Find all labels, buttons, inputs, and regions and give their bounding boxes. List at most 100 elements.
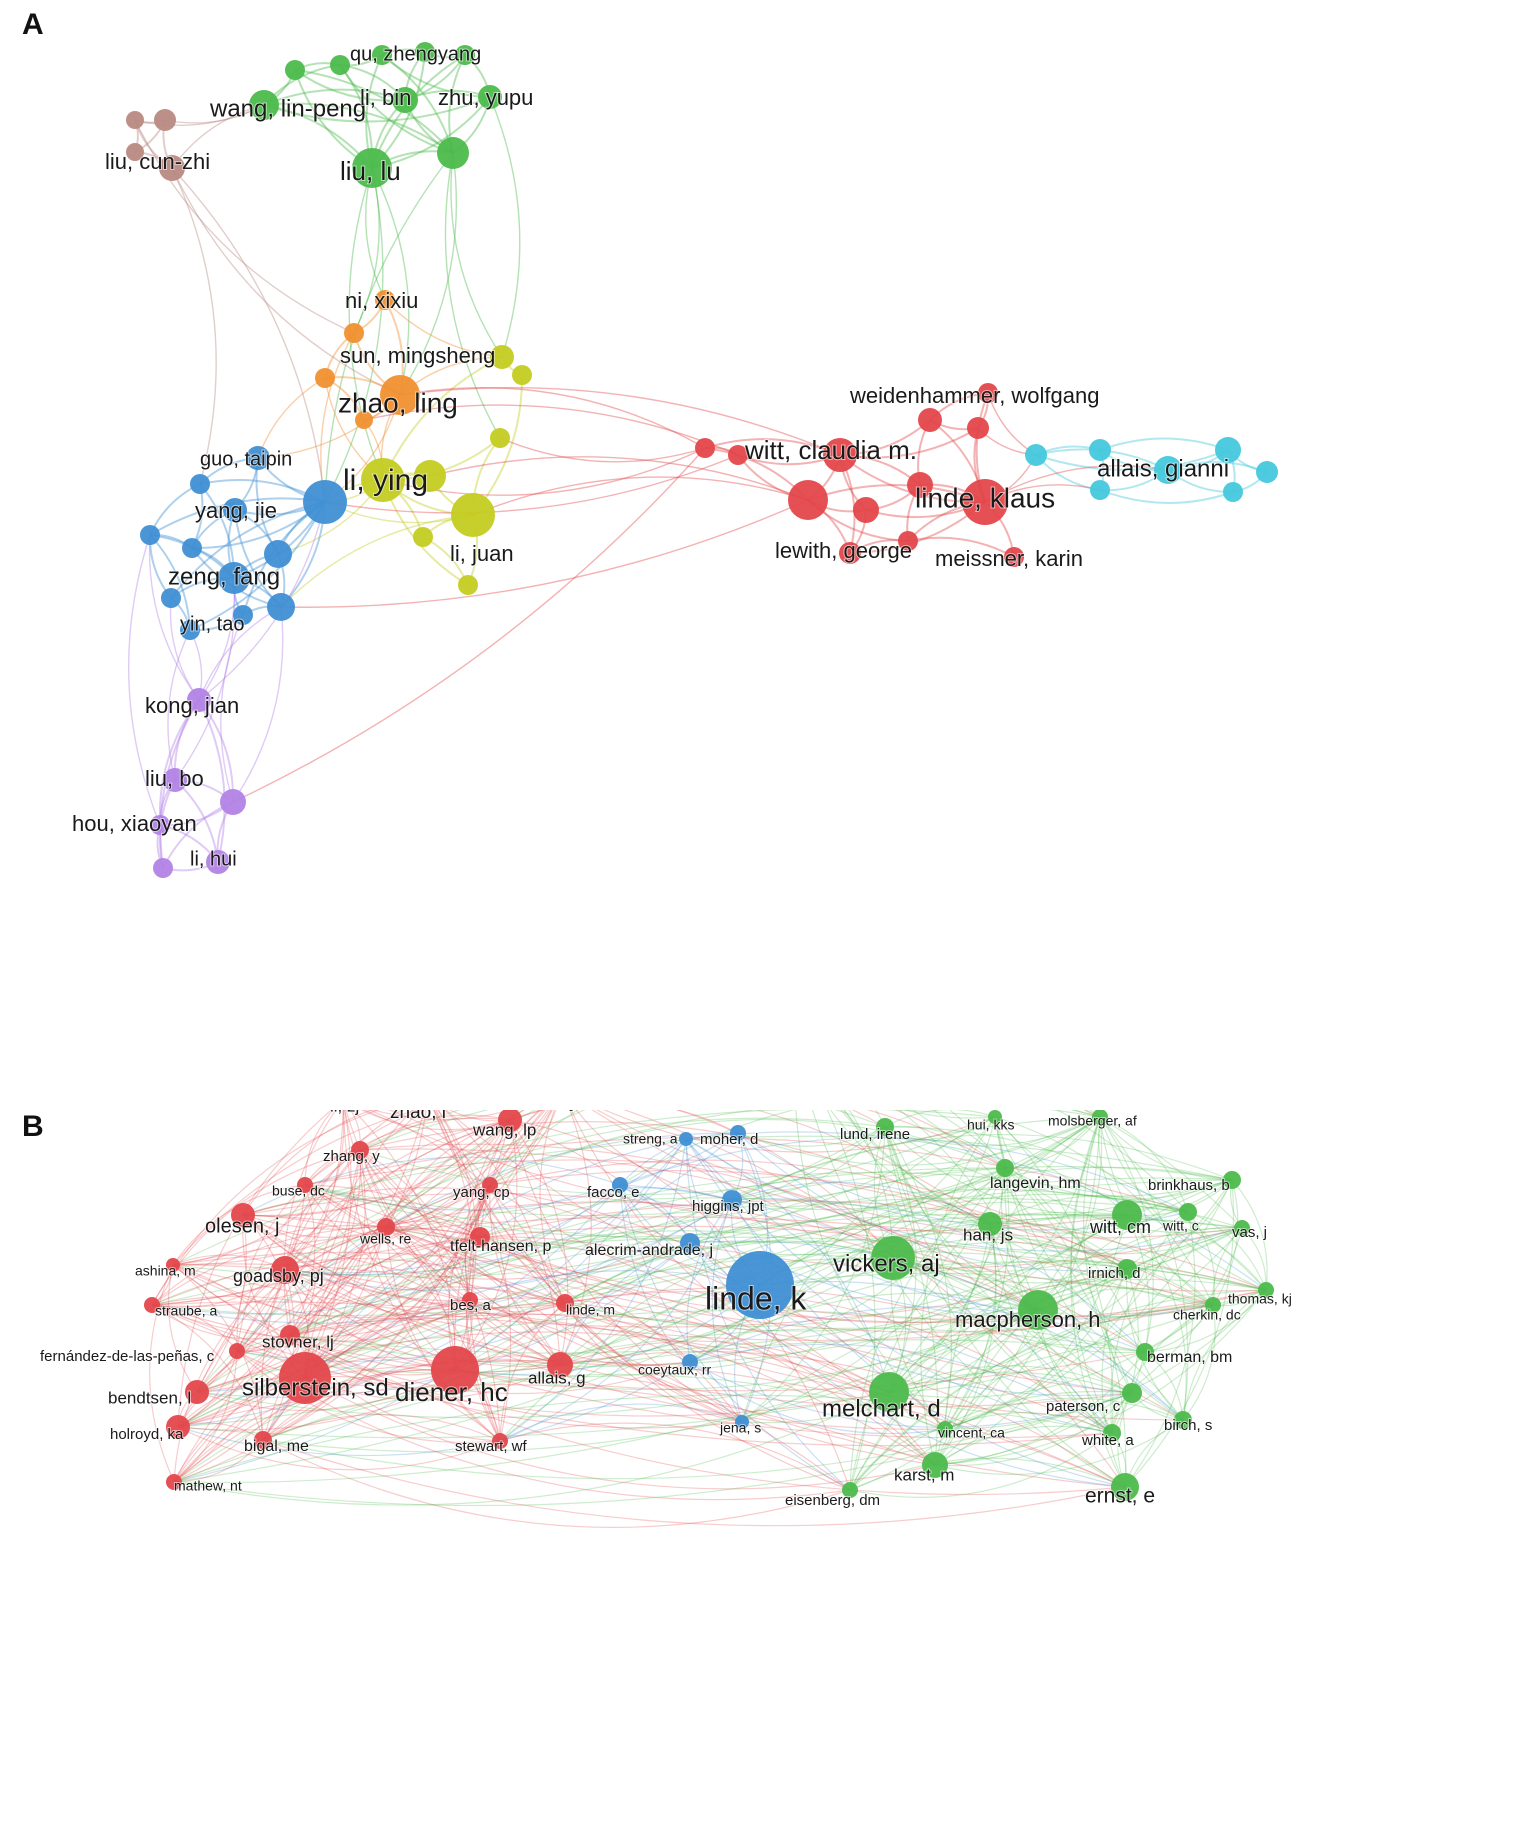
link-tfelt-lindem (479, 1236, 566, 1304)
link-zhaol-stewart (437, 1110, 512, 1442)
link-whitea-mathew (173, 1394, 1113, 1483)
author-label-tfelt-hansen-p: tfelt-hansen, p (450, 1238, 552, 1255)
link-fernandez-diener (236, 1350, 456, 1386)
link-thomaskj-karst (934, 1289, 1267, 1466)
link-ashina-besa (172, 1264, 471, 1319)
link-buse-wittc (304, 1137, 1189, 1213)
link-streng-holroyd (177, 1138, 687, 1428)
link-k-hanjs (829, 1110, 991, 1225)
link-silberstein-karst (304, 1377, 936, 1490)
link-coeytaux-paterson (689, 1361, 1133, 1428)
node-eisenberg (842, 1482, 858, 1498)
link-lundi-huik (884, 1110, 996, 1128)
link-higgins-stewart (499, 1199, 733, 1442)
link-lizj-liy (371, 1110, 513, 1120)
link-tfelt-straube (151, 1226, 481, 1306)
link-besa-stovner (289, 1299, 471, 1342)
node-tfelt (470, 1227, 490, 1247)
node-g1 (285, 60, 305, 80)
link-hanjs-melchart (888, 1223, 991, 1393)
link-cherkin-melchart (888, 1304, 1214, 1398)
link-cherkin-karst (934, 1304, 1214, 1466)
link-zhangy-stovner (289, 1149, 361, 1336)
node-hanjs (978, 1212, 1002, 1236)
author-label-zhao-ling: zhao, ling (338, 387, 458, 418)
link-p1-c8 (198, 577, 236, 701)
link-vickers-lindem (564, 1240, 894, 1304)
author-label-li-bin: li, bin (360, 85, 411, 110)
link-p1-c5 (148, 534, 200, 701)
link-ashina-whitea (172, 1264, 1113, 1439)
link-k-paterson (911, 1110, 1133, 1394)
link-vincent-whitea (944, 1412, 1113, 1434)
link-wellsre-thomaskj (385, 1226, 1267, 1324)
link-langevin-ernst (1004, 1167, 1127, 1488)
author-label-hou-xiaoyan: hou, xiaoyan (72, 811, 197, 836)
edges-b (149, 1110, 1268, 1529)
link-zhangy-mathew (173, 1149, 361, 1483)
link-straube-diener (151, 1295, 456, 1371)
node-b4 (159, 155, 185, 181)
link-yangcp-fernandez (236, 1184, 491, 1352)
link-mols-facco (619, 1110, 1101, 1186)
link-c5-c12 (149, 534, 191, 631)
link-vickers-cherkin (892, 1241, 1214, 1306)
node-paterson (1122, 1383, 1142, 1403)
node-r2 (728, 445, 748, 465)
link-zhangy-hanjs (359, 1121, 991, 1225)
author-label-mathew-nt: mathew, nt (174, 1478, 242, 1494)
link-melchart-paterson (888, 1365, 1133, 1394)
author-label-ernst-e: ernst, e (1085, 1485, 1155, 1508)
link-zhaol-holroyd (177, 1110, 425, 1428)
author-label-white-a: white, a (1081, 1432, 1134, 1449)
link-brink-buse (304, 1179, 1233, 1244)
author-label-li-juan: li, juan (450, 541, 514, 566)
node-c5 (140, 525, 160, 545)
link-wellsre-straube (151, 1224, 387, 1306)
node-r1 (695, 438, 715, 458)
link-buse-fernandez (236, 1184, 306, 1352)
author-label-sun-mingsheng: sun, mingsheng (340, 343, 495, 368)
link-birch-karst (934, 1419, 1184, 1476)
link-mols-wittc (1099, 1116, 1189, 1213)
link-lundi-higgins (731, 1126, 886, 1201)
node-berman (1136, 1343, 1154, 1361)
node-y2 (512, 365, 532, 385)
node-y1 (490, 345, 514, 369)
link-hanjs-cherkin (989, 1222, 1214, 1306)
node-g2 (330, 55, 350, 75)
link-vickers-irnich (892, 1236, 1128, 1270)
link-p1-p5 (198, 699, 226, 863)
link-cherkin-vincent (944, 1304, 1214, 1430)
link-higgins-hanjs (731, 1181, 991, 1225)
link-stewart-eisenberg (499, 1422, 851, 1491)
panel-a-letter: A (22, 8, 44, 41)
author-label-qu-zhengyang: qu, zhengyang (350, 43, 481, 65)
link-lundi-whitea (884, 1126, 1113, 1434)
link-liy-olesen (242, 1110, 542, 1217)
link-vasj-fernandez (236, 1213, 1243, 1352)
author-label-molsberger-af: molsberger, af (1048, 1113, 1137, 1129)
link-langevin-melchart (888, 1167, 1006, 1393)
link-mols-ernst (1070, 1116, 1126, 1488)
node-wittc (1179, 1203, 1197, 1221)
node-mathew (166, 1474, 182, 1490)
link-mols-moher (737, 1116, 1101, 1166)
link-langevin-brink (1004, 1167, 1233, 1200)
node-holroyd (166, 1415, 190, 1439)
link-thomaskj-jena (741, 1278, 1267, 1423)
link-lizj-stewart (342, 1110, 501, 1442)
link-mols-eisenberg (849, 1116, 1101, 1491)
link-mols-vincent (944, 1116, 1101, 1430)
author-label-linde-klaus: linde, klaus (915, 482, 1055, 513)
link-tfelt-holroyd (177, 1236, 481, 1428)
link-zhaol-eisenberg (434, 1110, 851, 1491)
link-vickers-stovner (289, 1230, 894, 1336)
link-ashina-melchart (172, 1251, 890, 1393)
link-r1-p3 (232, 447, 706, 803)
link-lundi-thomaskj (884, 1126, 1267, 1291)
link-huik-jena (741, 1116, 996, 1423)
link-wittc-thomaskj (1187, 1211, 1267, 1291)
